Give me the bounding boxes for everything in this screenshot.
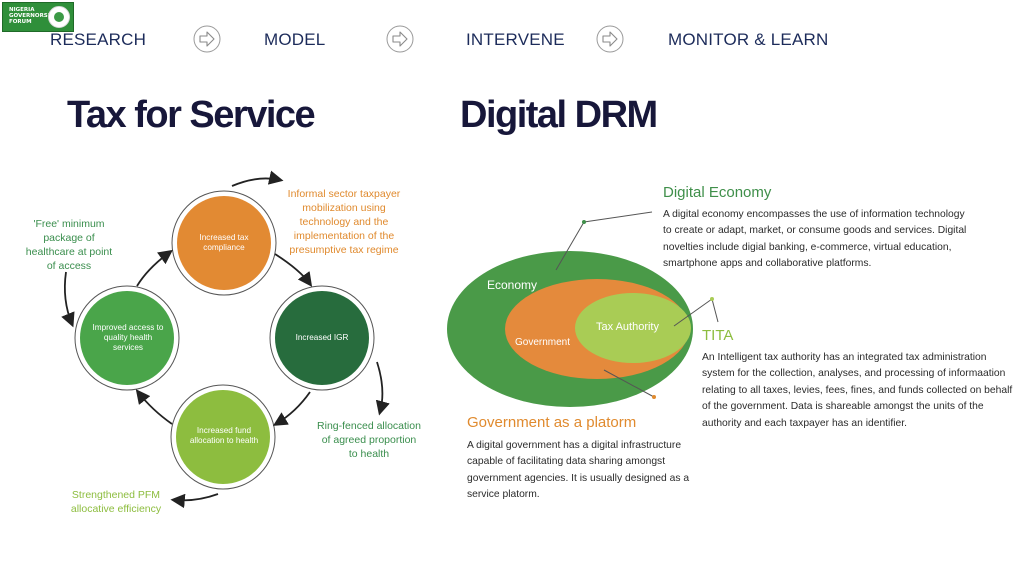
igr-ring [269, 285, 375, 391]
venn-economy-label: Economy [487, 278, 538, 292]
nav-intervene[interactable]: INTERVENE [466, 30, 565, 49]
fund-circle [176, 390, 270, 484]
arrow-pfm [170, 493, 219, 509]
nav-monitor-learn[interactable]: MONITOR & LEARN [668, 30, 829, 49]
node-improved-access: Improved access to quality health servic… [92, 323, 164, 352]
arrow-igr-to-fund [272, 391, 311, 426]
fund-ring [170, 384, 276, 490]
arrow-right-icon [596, 25, 624, 53]
label-strengthened-pfm: Strengthened PFM allocative efficiency [70, 489, 162, 515]
logo-text: NIGERIA GOVERNORS' FORUM [9, 7, 50, 25]
arrow-right-icon [193, 25, 221, 53]
forum-logo[interactable]: NIGERIA GOVERNORS' FORUM [2, 2, 74, 32]
venn-government-label: Government [515, 337, 571, 348]
arrow-informal [231, 170, 284, 187]
arrow-ringfenced [375, 361, 390, 416]
coat-of-arms-icon [48, 6, 70, 28]
arrow-free [61, 271, 75, 328]
nav-research[interactable]: RESEARCH [50, 30, 147, 49]
tax-authority-ellipse [575, 293, 691, 363]
node-increased-igr: Increased IGR [295, 333, 349, 342]
node-fund-allocation: Increased fund allocation to health [189, 426, 259, 445]
access-circle [80, 291, 174, 385]
government-platform-heading: Government as a platorm [467, 414, 637, 431]
label-informal-sector: Informal sector taxpayer mobilization us… [287, 188, 401, 256]
compliance-circle [177, 196, 271, 290]
igr-circle [275, 291, 369, 385]
tita-heading: TITA [702, 327, 734, 344]
node-tax-compliance: Increased tax compliance [199, 233, 249, 252]
arrow-access-to-compliance [136, 249, 173, 287]
arrow-compliance-to-igr [274, 253, 313, 287]
label-ring-fenced: Ring-fenced allocation of agreed proport… [317, 420, 421, 460]
digital-drm-title: Digital DRM [460, 94, 658, 136]
government-leader [603, 369, 655, 398]
label-free-package: 'Free' minimum package of healthcare at … [25, 218, 113, 272]
tita-leader [673, 298, 713, 327]
venn-tax-authority-label: Tax Authority [596, 321, 659, 333]
tita-text: An Intelligent tax authority has an inte… [702, 352, 1013, 429]
compliance-ring [171, 190, 277, 296]
economy-leader [555, 221, 585, 271]
tax-for-service-title: Tax for Service [67, 94, 316, 136]
arrow-fund-to-access [135, 389, 173, 425]
digital-economy-text: A digital economy encompasses the use of… [663, 209, 967, 270]
digital-economy-heading: Digital Economy [663, 184, 772, 201]
access-ring [74, 285, 180, 391]
arrow-right-icon [386, 25, 414, 53]
government-platform-text: A digital government has a digital infra… [467, 440, 690, 501]
nav-model[interactable]: MODEL [264, 30, 326, 49]
